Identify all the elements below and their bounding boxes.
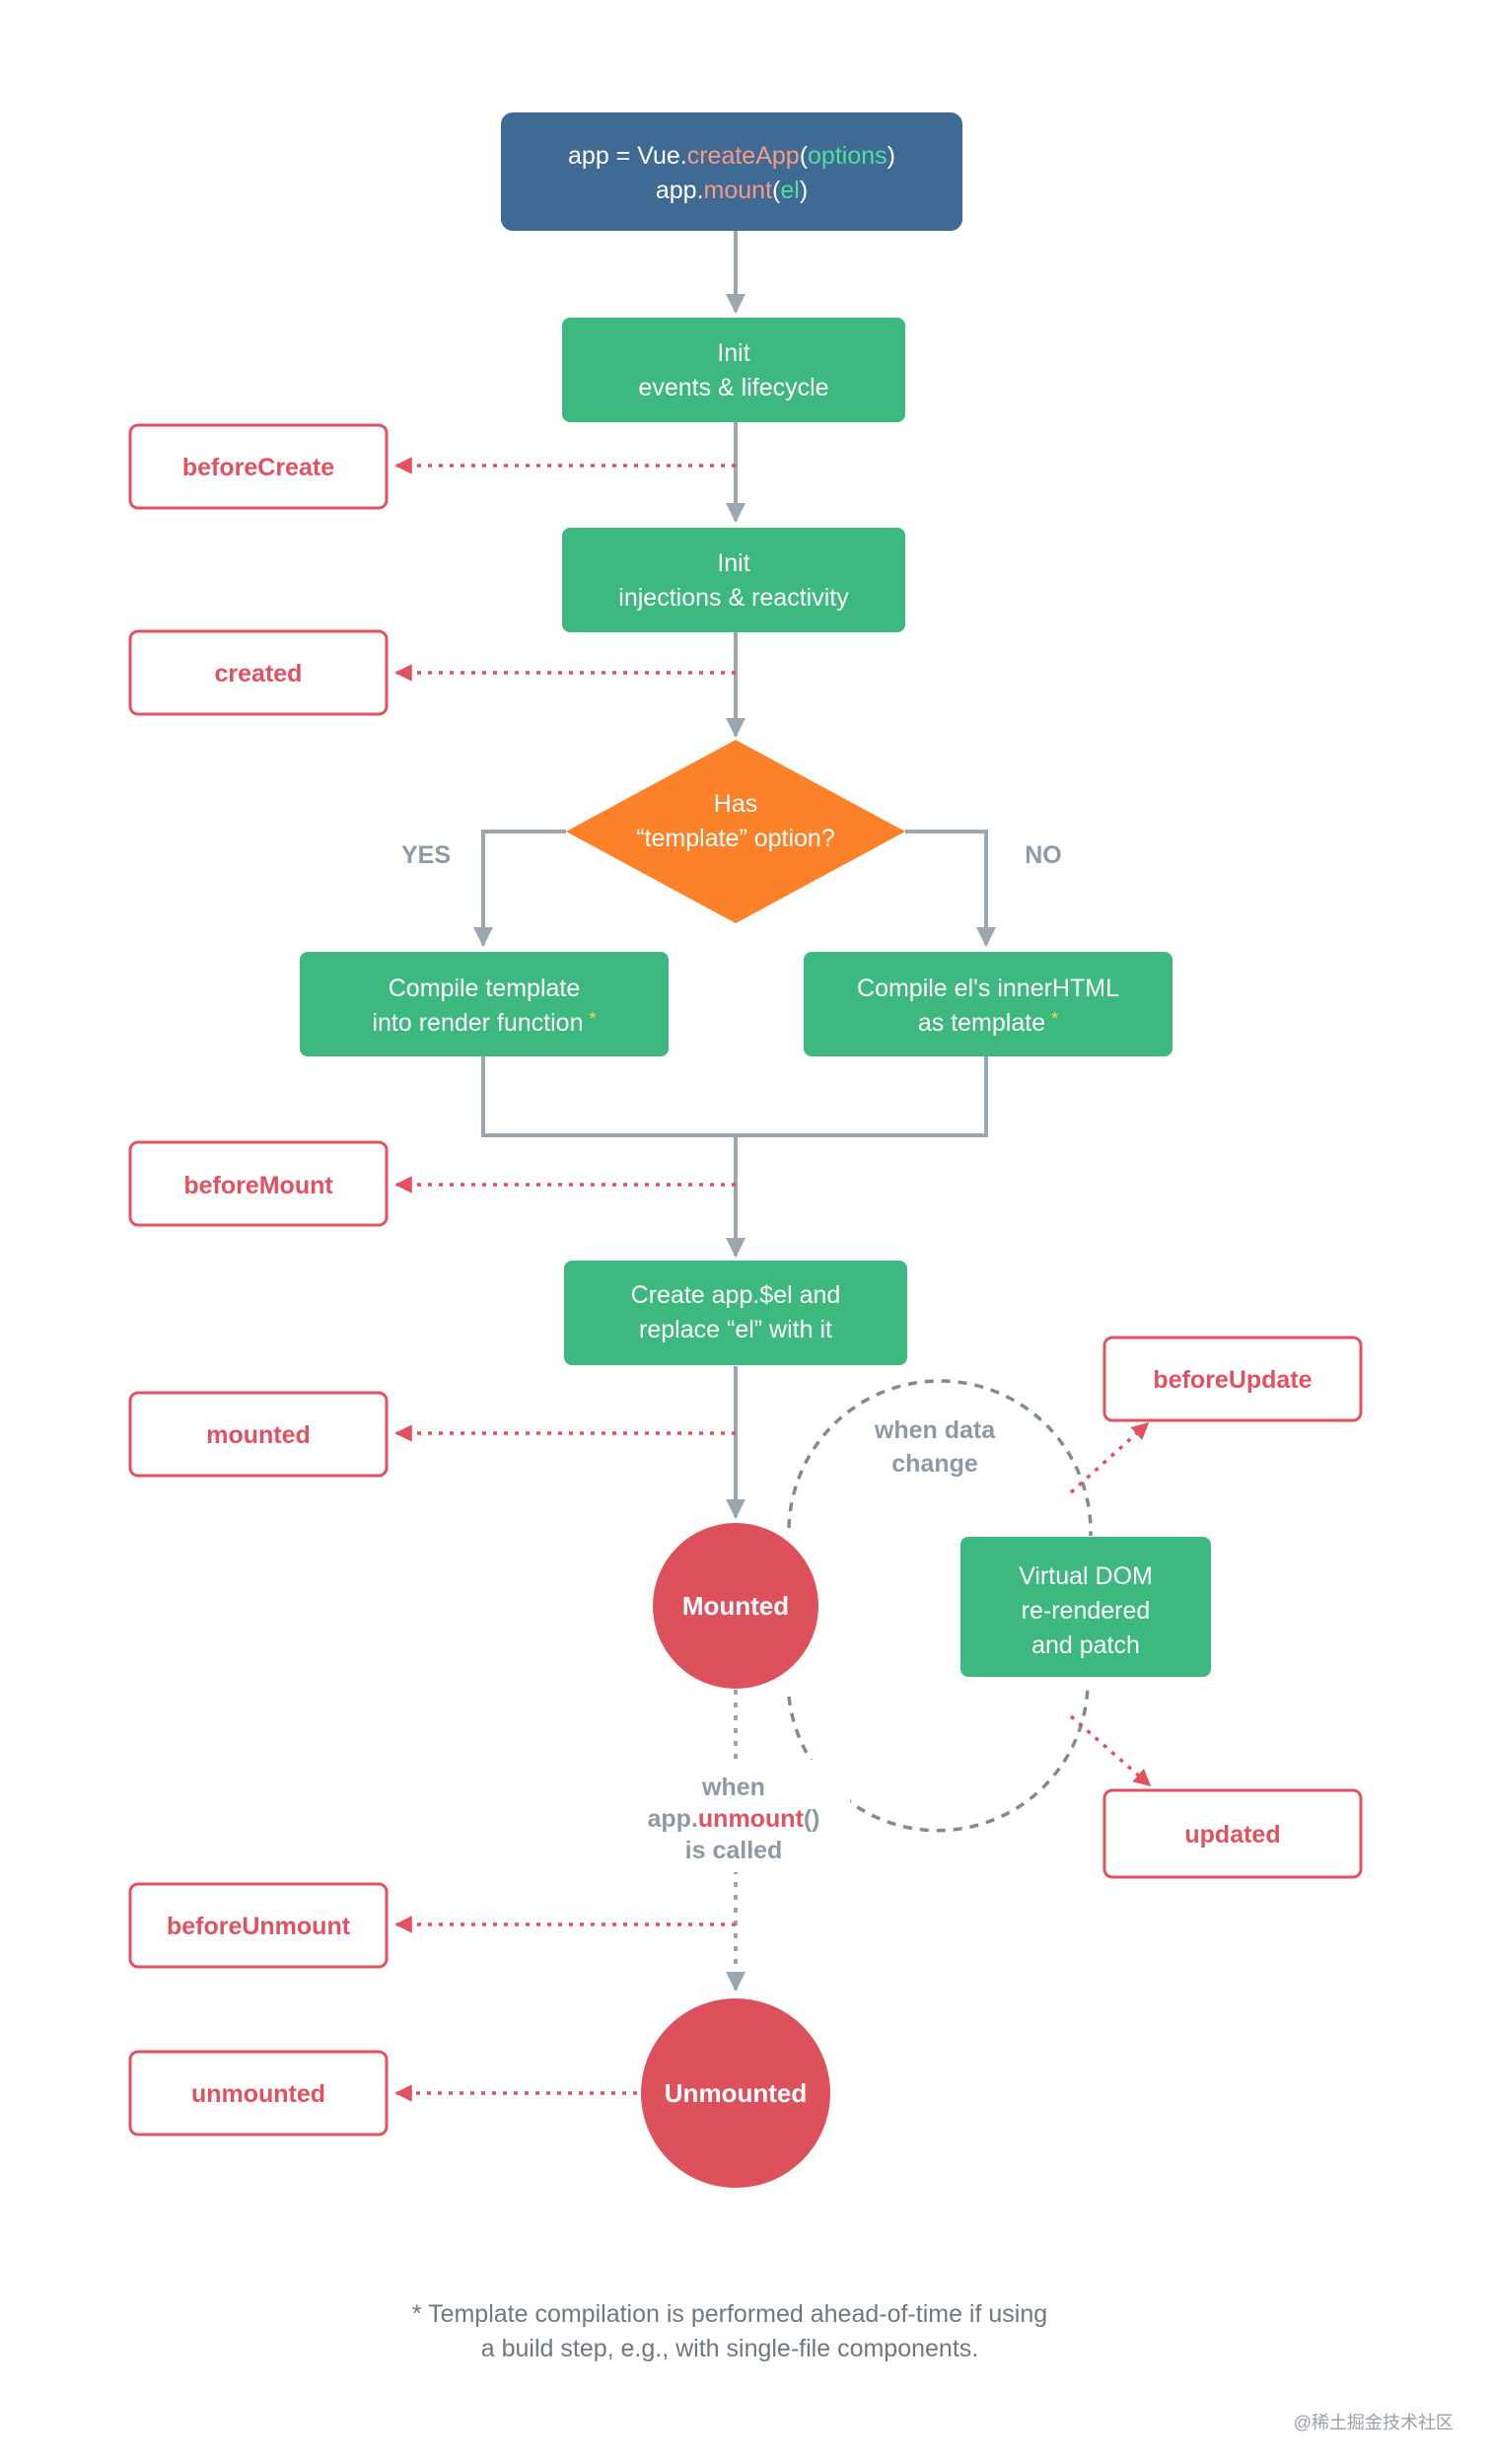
hook-before-unmount: beforeUnmount <box>128 1882 389 1969</box>
init-injections-box: Init injections & reactivity <box>562 528 905 632</box>
footnote-line2: a build step, e.g., with single-file com… <box>481 2335 978 2362</box>
hook-unmounted: unmounted <box>128 2050 389 2137</box>
init-events-line1: Init <box>717 339 749 367</box>
hook-before-unmount-label: beforeUnmount <box>167 1913 351 1940</box>
decision-line2: “template” option? <box>636 825 835 852</box>
svg-text:as template*: as template * <box>918 1009 1058 1037</box>
unmount-call-line1: when <box>701 1774 765 1801</box>
virtual-dom-line3: and patch <box>1031 1631 1140 1659</box>
watermark: @稀土掘金技术社区 <box>1294 2413 1454 2432</box>
connector-decision-yes <box>473 830 566 947</box>
template-decision-diamond: Has “template” option? <box>566 740 905 923</box>
start-line1-b: createApp <box>687 142 800 170</box>
svg-text:app = Vue.createApp(options): app = Vue.createApp(options) <box>568 142 895 170</box>
hook-created-label: created <box>215 660 303 688</box>
hook-before-mount-label: beforeMount <box>183 1172 333 1199</box>
start-line2-e: ) <box>800 177 808 204</box>
flow-connectors <box>473 231 996 1519</box>
mounted-state-circle: Mounted <box>653 1523 818 1689</box>
start-box: app = Vue.createApp(options) app.mount(e… <box>501 112 962 231</box>
start-line2-d: el <box>780 177 799 204</box>
unmount-call-parens: () <box>804 1805 820 1833</box>
hook-unmounted-label: unmounted <box>191 2080 325 2108</box>
svg-text:into render function*: into render function * <box>372 1009 596 1037</box>
start-line1-e: ) <box>888 142 895 170</box>
start-line2-c: ( <box>772 177 781 204</box>
hook-before-update-label: beforeUpdate <box>1153 1366 1312 1394</box>
footnote-line1: * Template compilation is performed ahea… <box>412 2300 1047 2328</box>
hook-before-create: beforeCreate <box>128 423 389 510</box>
connector-merge <box>481 1056 988 1137</box>
compile-template-line1: Compile template <box>389 975 581 1002</box>
init-events-line2: events & lifecycle <box>638 374 828 401</box>
compile-el-line2: as template <box>918 1009 1045 1037</box>
connector-decision-no <box>905 830 996 947</box>
mounted-state-label: Mounted <box>682 1591 789 1621</box>
compile-el-box: Compile el's innerHTML as template * <box>804 952 1172 1056</box>
compile-template-asterisk: * <box>590 1009 597 1029</box>
virtual-dom-line2: re-rendered <box>1022 1597 1151 1625</box>
start-line2-a: app. <box>656 177 704 204</box>
create-el-line2: replace “el” with it <box>639 1316 832 1343</box>
hook-before-update: beforeUpdate <box>1102 1336 1363 1422</box>
update-loop-arc <box>787 1379 1093 1537</box>
unmount-call-app: app. <box>648 1805 698 1833</box>
data-change-line1: when data <box>874 1416 996 1444</box>
virtual-dom-box: Virtual DOM re-rendered and patch <box>960 1537 1211 1677</box>
decision-line1: Has <box>714 790 757 818</box>
start-line2-b: mount <box>704 177 773 204</box>
start-line1-a: app = Vue. <box>568 142 687 170</box>
compile-el-line1: Compile el's innerHTML <box>857 975 1119 1002</box>
hook-updated: updated <box>1102 1788 1363 1879</box>
svg-text:app.mount(el): app.mount(el) <box>656 177 808 204</box>
compile-el-asterisk: * <box>1051 1009 1058 1029</box>
unmounted-state-label: Unmounted <box>665 2078 807 2108</box>
compile-template-line2: into render function <box>372 1009 583 1037</box>
unmount-call-line3: is called <box>685 1837 783 1864</box>
start-line1-d: options <box>808 142 888 170</box>
virtual-dom-line1: Virtual DOM <box>1019 1562 1153 1590</box>
unmount-call-method: unmount <box>698 1805 805 1833</box>
hook-updated-label: updated <box>1184 1821 1280 1848</box>
decision-no-label: NO <box>1025 841 1062 869</box>
start-line1-c: ( <box>800 142 809 170</box>
data-change-line2: change <box>891 1450 978 1478</box>
svg-text:app.unmount(): app.unmount() <box>648 1805 820 1833</box>
hook-arrow-updated <box>1069 1714 1152 1787</box>
hook-before-create-label: beforeCreate <box>182 454 334 481</box>
decision-yes-label: YES <box>401 841 451 869</box>
init-injections-line1: Init <box>717 549 749 577</box>
hook-before-mount: beforeMount <box>128 1140 389 1227</box>
init-events-box: Init events & lifecycle <box>562 318 905 422</box>
hook-created: created <box>128 629 389 716</box>
hook-mounted-label: mounted <box>206 1421 311 1449</box>
init-injections-line2: injections & reactivity <box>618 584 849 612</box>
create-el-line1: Create app.$el and <box>631 1281 841 1309</box>
hook-mounted: mounted <box>128 1391 389 1478</box>
unmounted-state-circle: Unmounted <box>641 1998 830 2188</box>
compile-template-box: Compile template into render function * <box>300 952 669 1056</box>
create-el-box: Create app.$el and replace “el” with it <box>564 1261 907 1365</box>
